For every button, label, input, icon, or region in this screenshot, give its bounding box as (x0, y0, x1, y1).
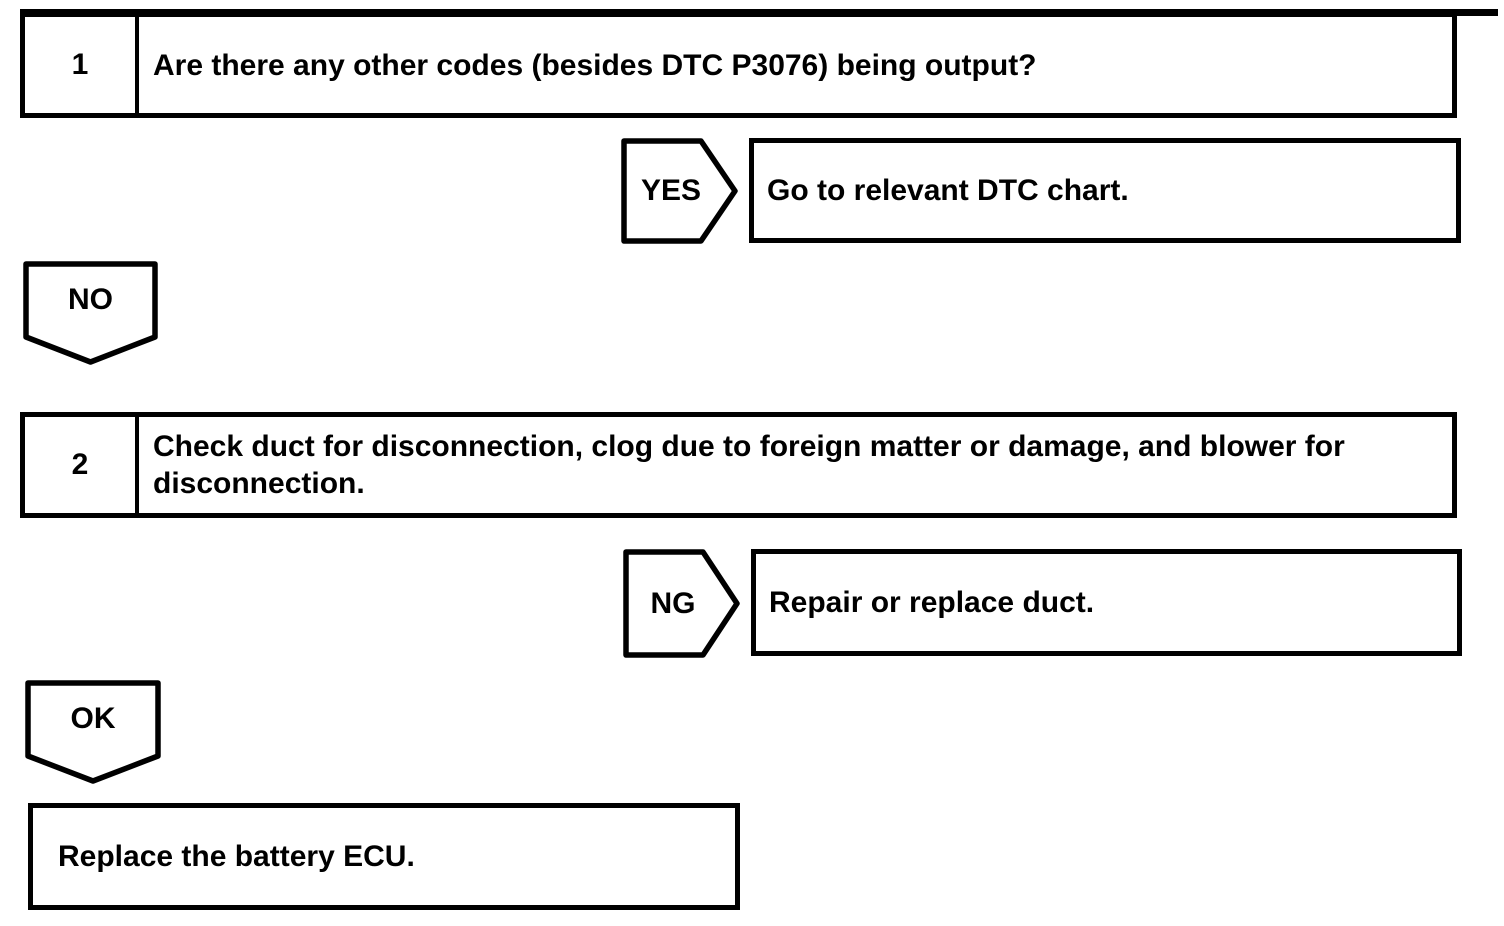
step-1-box: 1 Are there any other codes (besides DTC… (20, 12, 1457, 118)
step-1-branch-action: Go to relevant DTC chart. (767, 173, 1129, 207)
final-action-box: Replace the battery ECU. (28, 803, 740, 910)
right-arrow-pentagon-icon (623, 549, 740, 658)
right-arrow-pentagon-icon (621, 138, 738, 244)
no-connector: NO (23, 261, 158, 366)
down-pentagon-icon (25, 680, 161, 784)
step-2-question: Check duct for disconnection, clog due t… (153, 430, 1345, 500)
ng-connector: NG (623, 549, 741, 658)
step-1-branch-action-box: Go to relevant DTC chart. (749, 138, 1461, 243)
yes-connector: YES (621, 138, 739, 244)
down-pentagon-icon (23, 261, 158, 365)
final-action-text: Replace the battery ECU. (58, 839, 415, 873)
no-label: NO (68, 283, 113, 316)
step-2-number: 2 (25, 417, 139, 513)
step-2-box: 2 Check duct for disconnection, clog due… (20, 412, 1457, 518)
step-2-branch-action-box: Repair or replace duct. (751, 549, 1462, 656)
step-1-question: Are there any other codes (besides DTC P… (153, 48, 1037, 82)
ok-label: OK (70, 702, 116, 735)
ng-label: NG (650, 586, 696, 620)
yes-label: YES (640, 174, 702, 207)
ok-connector: OK (25, 680, 161, 785)
step-1-number: 1 (25, 17, 139, 113)
step-2-branch-action: Repair or replace duct. (769, 585, 1095, 619)
